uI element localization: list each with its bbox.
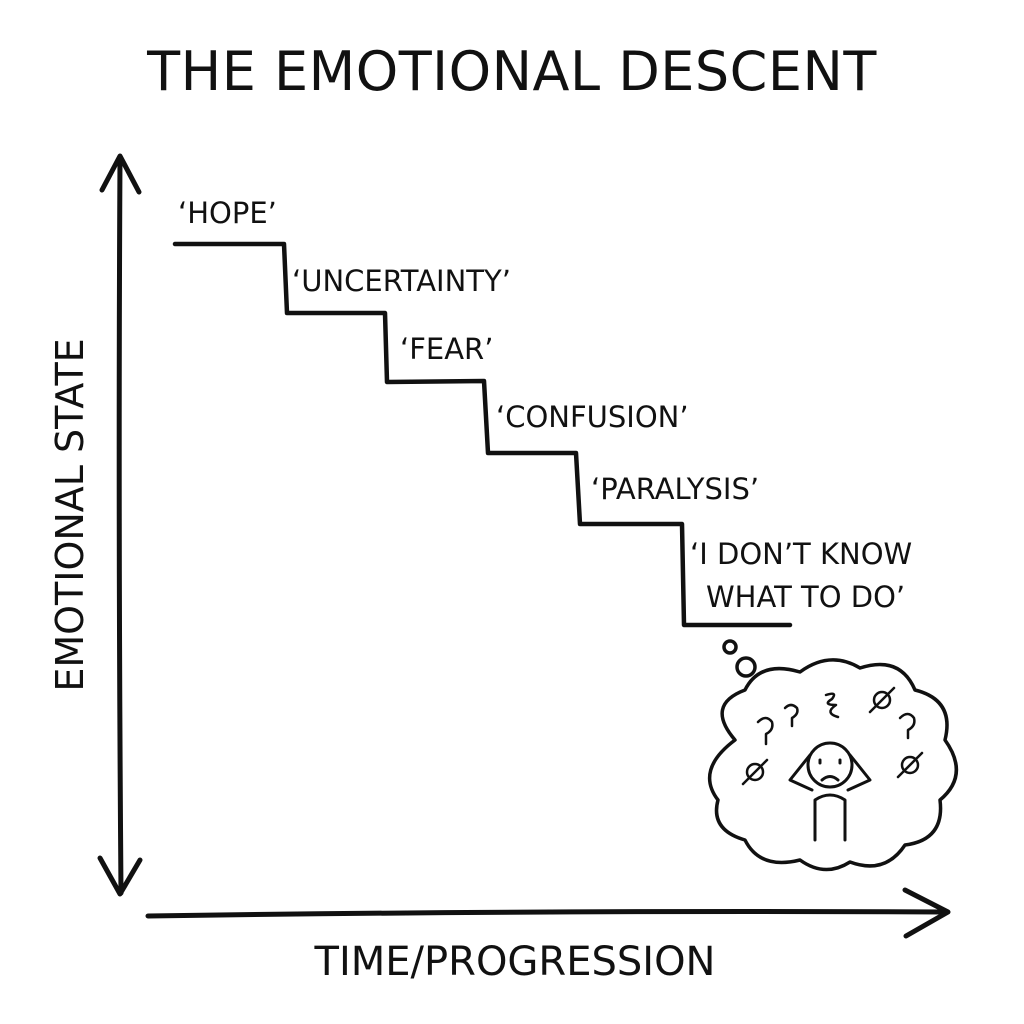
- y-axis-label: EMOTIONAL STATE: [48, 338, 92, 692]
- step-label-dont-know-line1: ‘I DON’T KNOW: [690, 537, 913, 571]
- step-label-paralysis: ‘PARALYSIS’: [591, 472, 760, 506]
- crossed-circles-icon: [741, 686, 924, 786]
- thought-bubble-icon: [707, 639, 959, 872]
- step-label-uncertainty: ‘UNCERTAINTY’: [292, 264, 511, 298]
- step-label-confusion: ‘CONFUSION’: [496, 400, 689, 434]
- x-axis-label: TIME/PROGRESSION: [314, 939, 716, 985]
- step-label-dont-know-line2: WHAT TO DO’: [706, 580, 906, 614]
- diagram-title: THE EMOTIONAL DESCENT: [147, 40, 877, 103]
- step-label-hope: ‘HOPE’: [178, 196, 277, 230]
- descent-staircase-line: [172, 241, 793, 628]
- question-marks-icon: [756, 692, 916, 746]
- x-axis-arrow: [145, 887, 951, 939]
- confused-person-icon: [788, 741, 872, 842]
- y-axis-arrow: [97, 153, 143, 897]
- step-label-fear: ‘FEAR’: [400, 332, 494, 366]
